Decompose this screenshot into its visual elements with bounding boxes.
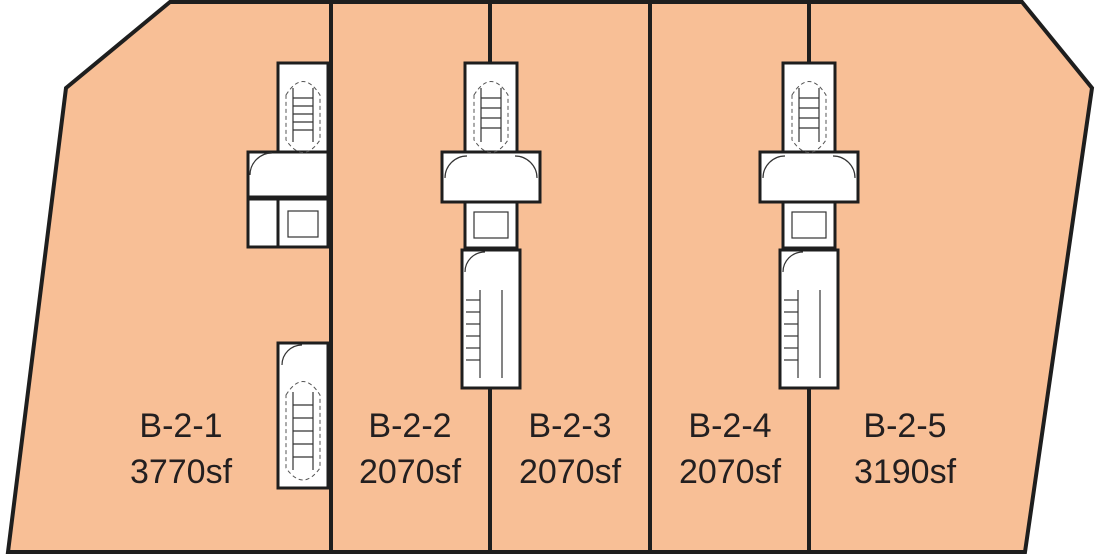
unit-label-b-2-2[interactable]: B-2-2 2070sf — [359, 407, 462, 491]
unit-id: B-2-4 — [688, 407, 771, 445]
unit-id: B-2-1 — [139, 407, 222, 445]
stair-3 — [480, 88, 502, 142]
unit-label-b-2-3[interactable]: B-2-3 2070sf — [519, 407, 622, 491]
stair-4 — [466, 290, 503, 378]
unit-id: B-2-3 — [528, 407, 611, 445]
unit-label-b-2-5[interactable]: B-2-5 3190sf — [854, 407, 957, 491]
unit-id: B-2-5 — [863, 407, 946, 445]
unit-id: B-2-2 — [368, 407, 451, 445]
core-b-2-1 — [246, 61, 330, 490]
unit-label-b-2-4[interactable]: B-2-4 2070sf — [679, 407, 782, 491]
unit-area: 2070sf — [359, 453, 462, 491]
stair-1 — [292, 88, 314, 142]
unit-area: 3190sf — [854, 453, 957, 491]
stair-6 — [784, 290, 821, 378]
unit-area: 2070sf — [519, 453, 622, 491]
unit-area: 3770sf — [130, 453, 233, 491]
unit-label-b-2-1[interactable]: B-2-1 3770sf — [130, 407, 233, 491]
core-b-2-4-b-2-5 — [758, 61, 860, 390]
stair-2 — [292, 392, 314, 470]
stair-5 — [798, 88, 820, 142]
core-b-2-2-b-2-3 — [440, 61, 542, 390]
unit-area: 2070sf — [679, 453, 782, 491]
